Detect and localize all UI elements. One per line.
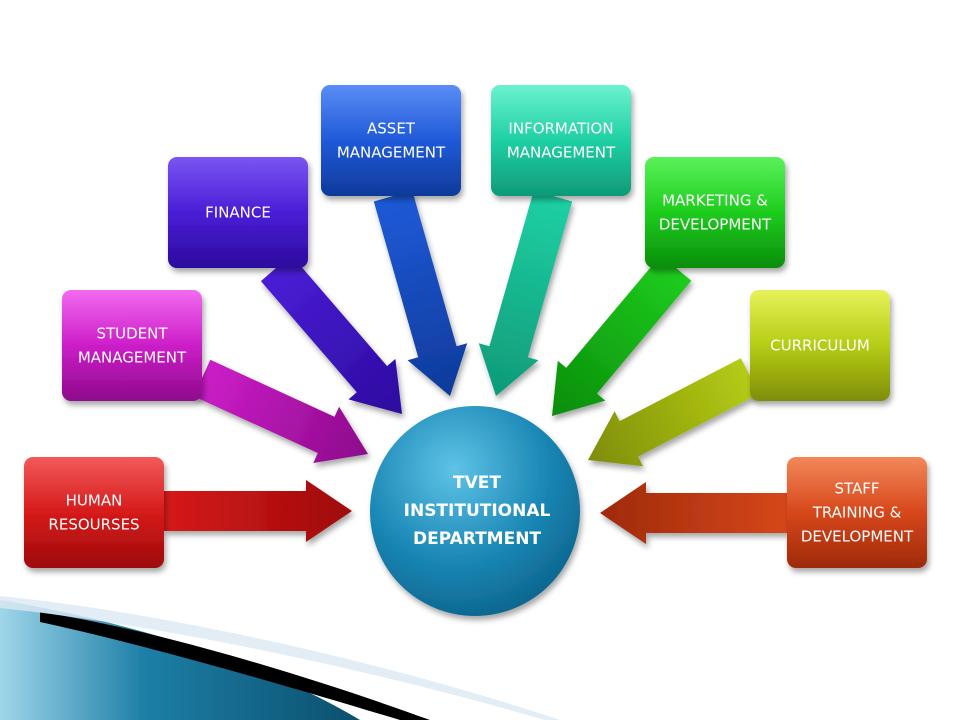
hub-label-line-1: TVET	[453, 473, 501, 493]
node-information-management: INFORMATION MANAGEMENT	[491, 85, 631, 196]
node-box-human-resourses	[24, 457, 164, 568]
node-box-marketing-development	[645, 157, 785, 268]
node-box-asset-management	[321, 85, 461, 196]
node-label-asset-management-line-2: MANAGEMENT	[337, 144, 446, 162]
node-label-information-management-line-2: MANAGEMENT	[507, 144, 616, 162]
node-marketing-development: MARKETING & DEVELOPMENT	[645, 157, 785, 268]
arrow-down-icon	[373, 190, 468, 396]
node-label-student-management-line-1: STUDENT	[96, 325, 168, 343]
node-label-marketing-development-line-1: MARKETING &	[662, 192, 768, 210]
node-student-management: STUDENT MANAGEMENT	[62, 290, 202, 401]
arrow-down-left-icon	[552, 255, 692, 416]
corner-swoosh-decoration	[0, 596, 560, 720]
node-box-information-management	[491, 85, 631, 196]
arrow-right-icon	[164, 480, 352, 542]
node-label-marketing-development-line-2: DEVELOPMENT	[659, 216, 772, 234]
arrows-layer	[164, 190, 787, 544]
node-label-student-management-line-2: MANAGEMENT	[78, 349, 187, 367]
node-label-asset-management-line-1: ASSET	[367, 120, 416, 138]
node-label-human-resourses-line-1: HUMAN	[66, 492, 123, 510]
node-curriculum: CURRICULUM	[750, 290, 890, 401]
node-label-staff-training-development-line-3: DEVELOPMENT	[801, 528, 914, 546]
node-label-curriculum-line-1: CURRICULUM	[770, 337, 870, 355]
hub-label-line-2: INSTITUTIONAL	[404, 501, 551, 521]
arrow-down-right-icon	[260, 254, 402, 414]
hub-label-line-3: DEPARTMENT	[413, 529, 541, 549]
node-box-staff-training-development	[787, 457, 927, 568]
node-box-curriculum	[750, 290, 890, 401]
hub-circle	[370, 406, 580, 616]
node-label-staff-training-development-line-2: TRAINING &	[812, 504, 902, 522]
node-label-staff-training-development-line-1: STAFF	[834, 480, 879, 498]
arrow-left-icon	[600, 482, 787, 544]
node-box-student-management	[62, 290, 202, 401]
node-staff-training-development: STAFF TRAINING & DEVELOPMENT	[787, 457, 927, 568]
arrow-down-icon	[478, 190, 573, 396]
arrow-down-left-icon	[588, 358, 760, 467]
node-finance: FINANCE	[168, 157, 308, 268]
arrow-down-right-icon	[193, 359, 368, 463]
node-label-information-management-line-1: INFORMATION	[508, 120, 613, 138]
node-label-finance-line-1: FINANCE	[205, 204, 271, 222]
node-asset-management: ASSET MANAGEMENT	[321, 85, 461, 196]
node-box-finance	[168, 157, 308, 268]
boxes-layer: HUMAN RESOURSES STUDENT MANAGEMENT FINANCE AS…	[24, 85, 927, 568]
node-label-human-resourses-line-2: RESOURSES	[48, 516, 139, 534]
node-human-resourses: HUMAN RESOURSES	[24, 457, 164, 568]
